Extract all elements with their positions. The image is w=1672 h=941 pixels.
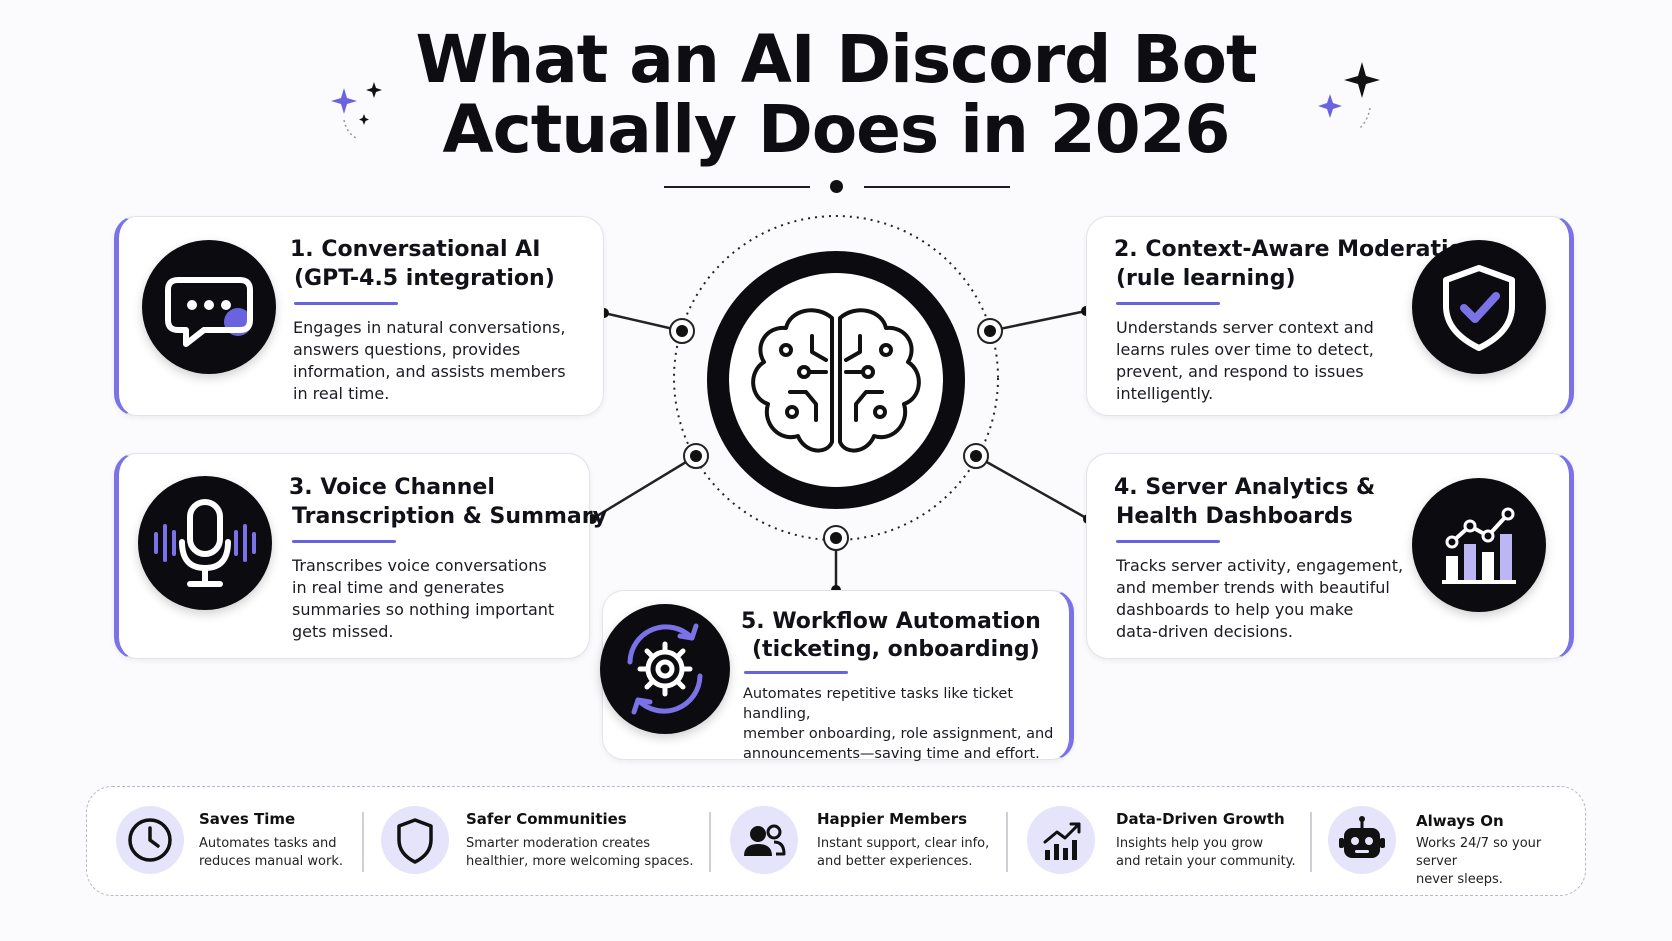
sparkle-right-icon: [1318, 62, 1380, 129]
feature-5-underline: [744, 671, 848, 674]
chat-bubble-icon: [165, 277, 253, 347]
growth-chart-icon: [1043, 822, 1081, 860]
benefit-3-description: Instant support, clear info, and better …: [817, 836, 990, 869]
connector-line-4: [975, 454, 1089, 521]
feature-icon-disc-3: [138, 476, 272, 610]
shield-check-icon: [1443, 265, 1515, 351]
feature-2-underline: [1116, 302, 1220, 305]
orbit-node-5: [823, 525, 849, 551]
benefit-icon-disc-3: [730, 806, 798, 874]
orbit-node-2: [977, 318, 1003, 344]
benefit-5-title: Always On: [1416, 812, 1504, 830]
connector-line-3: [591, 454, 697, 521]
benefit-3-title: Happier Members: [817, 810, 968, 828]
page-title-line-2: Actually Does in 2026: [442, 91, 1231, 168]
feature-3-description: Transcribes voice conversations in real …: [292, 556, 555, 641]
sparkle-left-icon: [331, 82, 382, 139]
clock-icon: [128, 818, 172, 862]
feature-2-title-line-1: 2. Context-Aware Moderation: [1114, 237, 1480, 262]
bar-chart-icon: [1442, 507, 1516, 584]
title-divider-left: [664, 186, 810, 188]
benefit-icon-disc-4: [1027, 806, 1095, 874]
benefit-2-title: Safer Communities: [466, 810, 627, 828]
users-icon: [744, 824, 786, 856]
feature-1-title-line-1: 1. Conversational AI: [290, 237, 541, 262]
benefit-4-title: Data-Driven Growth: [1116, 810, 1285, 828]
feature-4-underline: [1116, 540, 1220, 543]
feature-1-description: Engages in natural conversations, answer…: [293, 318, 566, 403]
feature-icon-disc-2: [1412, 240, 1546, 374]
benefit-1-title: Saves Time: [199, 810, 296, 828]
title-divider-dot: [830, 180, 843, 193]
feature-2-description: Understands server context and learns ru…: [1116, 318, 1374, 403]
benefit-2-description: Smarter moderation creates healthier, mo…: [466, 836, 694, 869]
gear-cycle-icon: [627, 623, 703, 715]
connector-line-1: [603, 311, 683, 333]
connector-line-2: [989, 309, 1087, 333]
hub-orbit-ring: [673, 215, 999, 541]
benefit-separator-3: [1006, 812, 1008, 872]
feature-1-underline: [294, 302, 398, 305]
benefit-1-description: Automates tasks and reduces manual work.: [199, 836, 344, 869]
feature-icon-disc-4: [1412, 478, 1546, 612]
robot-icon: [1339, 816, 1385, 858]
orbit-node-4: [963, 443, 989, 469]
benefit-separator-4: [1310, 812, 1312, 872]
feature-5-title-line-1: 5. Workflow Automation: [741, 609, 1041, 634]
benefit-5-description: Works 24/7 so your server never sleeps.: [1416, 836, 1542, 887]
benefit-separator-1: [362, 812, 364, 872]
feature-5-title-line-2: (ticketing, onboarding): [752, 637, 1040, 662]
benefit-4-description: Insights help you grow and retain your c…: [1116, 836, 1296, 869]
feature-4-description: Tracks server activity, engagement, and …: [1116, 556, 1404, 641]
feature-2-title-line-2: (rule learning): [1116, 266, 1296, 291]
benefit-icon-disc-1: [116, 806, 184, 874]
benefit-separator-2: [709, 812, 711, 872]
microphone-icon: [154, 499, 256, 587]
feature-3-underline: [292, 540, 396, 543]
feature-4-title-line-1: 4. Server Analytics &: [1114, 475, 1376, 500]
title-divider-right: [864, 186, 1010, 188]
feature-3-title-line-1: 3. Voice Channel: [289, 475, 495, 500]
feature-icon-disc-5: [600, 604, 730, 734]
feature-5-description: Automates repetitive tasks like ticket h…: [743, 686, 1054, 762]
orbit-node-1: [669, 318, 695, 344]
benefit-icon-disc-2: [381, 806, 449, 874]
benefit-icon-disc-5: [1328, 806, 1396, 874]
feature-icon-disc-1: [142, 240, 276, 374]
hub-ring: [707, 251, 965, 509]
feature-3-title-line-2: Transcription & Summary: [292, 504, 607, 529]
shield-icon: [397, 818, 433, 864]
page-title-line-1: What an AI Discord Bot: [415, 21, 1257, 98]
feature-4-title-line-2: Health Dashboards: [1116, 504, 1353, 529]
brain-circuit-icon: [751, 308, 921, 453]
orbit-node-3: [683, 443, 709, 469]
feature-1-title-line-2: (GPT-4.5 integration): [294, 266, 555, 291]
